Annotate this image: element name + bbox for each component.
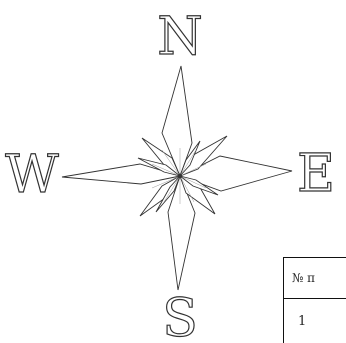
east-label: E: [297, 144, 335, 204]
table-header-cell: № п: [284, 258, 346, 299]
north-label: N: [157, 7, 203, 67]
south-label: S: [162, 289, 198, 343]
center-dot: [178, 174, 182, 178]
table-first-cell: 1: [284, 299, 346, 343]
table-fragment: № п 1: [283, 257, 346, 343]
west-label: W: [5, 145, 59, 205]
compass-rose: [62, 66, 292, 290]
